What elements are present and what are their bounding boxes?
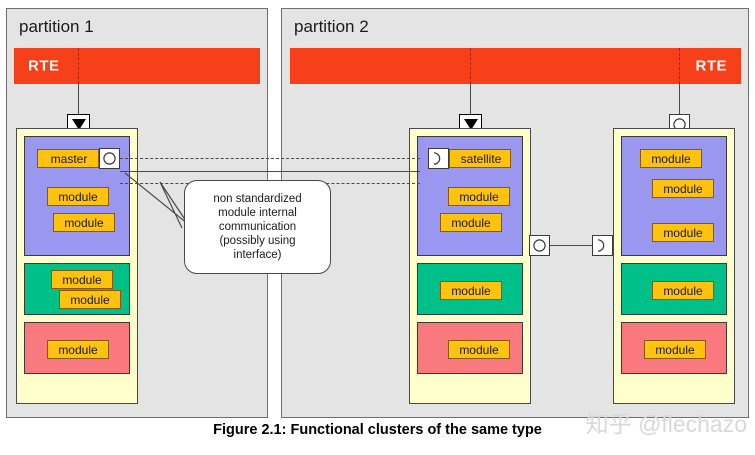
callout-line: non standardized (213, 193, 302, 205)
callout-line: interface) (233, 249, 282, 261)
partition-2-title: partition 2 (294, 17, 369, 36)
module-label: module (655, 342, 695, 357)
module-chip[interactable]: module (51, 270, 113, 289)
module-chip[interactable]: module (652, 179, 714, 198)
group-purple-cluster-1: master module module (24, 136, 130, 256)
module-chip[interactable]: module (640, 149, 702, 168)
group-green-cluster-1: module module (24, 263, 130, 315)
module-master[interactable]: master (37, 149, 99, 168)
module-label: module (459, 342, 499, 357)
callout-line: module internal (218, 207, 297, 219)
module-chip[interactable]: module (59, 290, 121, 309)
cluster-partition-1: master module module module module (16, 128, 138, 404)
module-label: master (50, 151, 88, 166)
module-chip[interactable]: module (448, 187, 510, 206)
callout-tail (124, 172, 189, 229)
group-red-cluster-1: module (24, 322, 130, 374)
group-purple-cluster-2a: satellite module module (417, 136, 523, 256)
provided-interface-ball-icon-master[interactable] (99, 148, 120, 169)
callout-line: communication (218, 221, 297, 233)
cluster-partition-2-right: module module module module module (613, 128, 735, 404)
connector-line-2a-2b (550, 245, 592, 246)
module-label: module (459, 189, 499, 204)
module-satellite[interactable]: satellite (449, 149, 511, 168)
module-label: satellite (460, 151, 502, 166)
connector-line-master-satellite (120, 171, 420, 172)
callout-bubble: non standardized module internal communi… (184, 180, 331, 274)
module-label: module (58, 189, 98, 204)
module-label: module (451, 283, 491, 298)
module-label: module (663, 181, 703, 196)
module-chip[interactable]: module (440, 281, 502, 300)
module-chip[interactable]: module (47, 187, 109, 206)
module-chip[interactable]: module (652, 223, 714, 242)
rte-crossing-dash-2b (679, 48, 680, 84)
module-label: module (58, 342, 98, 357)
group-red-cluster-2b: module (621, 322, 727, 374)
socket-glyph (433, 152, 441, 165)
rte-drop-line-2a (470, 84, 471, 114)
cluster-partition-2-left: satellite module module module module (409, 128, 531, 404)
required-interface-socket-icon-satellite[interactable] (428, 148, 449, 169)
module-label: module (451, 215, 491, 230)
group-purple-cluster-2b: module module module (621, 136, 727, 256)
module-chip[interactable]: module (448, 340, 510, 359)
module-chip[interactable]: module (53, 213, 115, 232)
group-green-cluster-2b: module (621, 263, 727, 315)
partition-1-title: partition 1 (19, 17, 94, 36)
rte-crossing-dash-2a (470, 48, 471, 84)
rte-drop-line-2b (679, 84, 680, 114)
rte-label-partition-2: RTE (695, 57, 727, 75)
rte-crossing-dash-1 (78, 48, 79, 84)
rte-bar-partition-2: RTE (290, 48, 741, 84)
triangle-glyph (463, 119, 478, 130)
figure-caption: Figure 2.1: Functional clusters of the s… (213, 422, 542, 438)
module-label: module (64, 215, 104, 230)
rte-bar-partition-1: RTE (14, 48, 260, 84)
callout-line: (possibly using (219, 235, 296, 247)
module-label: module (62, 272, 102, 287)
rte-drop-line-1 (78, 84, 79, 114)
module-label: module (651, 151, 691, 166)
rte-label-partition-1: RTE (28, 57, 60, 75)
callout-text: non standardized module internal communi… (205, 192, 309, 262)
module-chip[interactable]: module (440, 213, 502, 232)
module-label: module (70, 292, 110, 307)
module-chip[interactable]: module (652, 281, 714, 300)
required-interface-socket-icon-cluster-2b-left[interactable] (592, 235, 613, 256)
socket-glyph (597, 239, 605, 252)
module-chip[interactable]: module (644, 340, 706, 359)
ball-glyph (103, 152, 116, 165)
module-label: module (663, 225, 703, 240)
module-label: module (663, 283, 703, 298)
group-green-cluster-2a: module (417, 263, 523, 315)
dashdot-line-upper (120, 158, 420, 159)
group-red-cluster-2a: module (417, 322, 523, 374)
module-chip[interactable]: module (47, 340, 109, 359)
provided-interface-ball-icon-cluster-2a-right[interactable] (529, 235, 550, 256)
ball-glyph (533, 239, 546, 252)
triangle-glyph (71, 119, 86, 130)
